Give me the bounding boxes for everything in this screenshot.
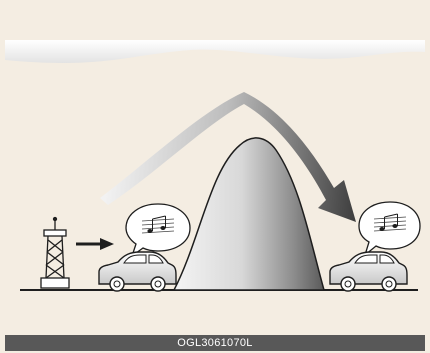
car-icon [99,252,176,291]
broadcast-tower-icon [41,218,69,289]
music-bubble-icon [126,204,190,256]
caption-bar: OGL3061070L [5,335,425,351]
mountain [174,138,324,290]
music-bubble-icon [359,202,420,255]
sky-band [5,40,425,63]
signal-arrow [76,238,114,250]
car-icon [330,252,407,291]
caption-code: OGL3061070L [177,337,252,349]
